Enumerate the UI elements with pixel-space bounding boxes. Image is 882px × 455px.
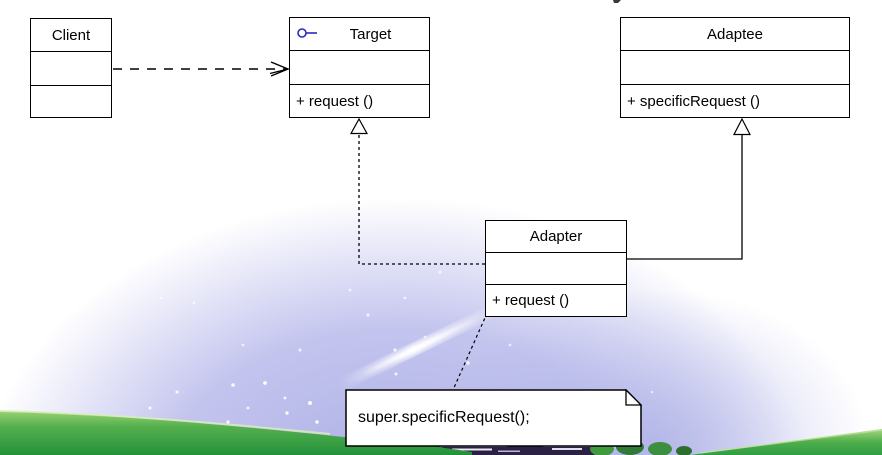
note-text: super.specificRequest(); — [358, 409, 530, 426]
methods-compartment — [31, 85, 111, 117]
method-label: + request () — [296, 92, 374, 110]
edge-artifact — [613, 0, 621, 3]
methods-compartment: + request () — [290, 84, 429, 117]
title-compartment: Adaptee — [621, 18, 849, 50]
attributes-compartment — [31, 51, 111, 85]
attributes-compartment — [486, 252, 626, 284]
class-box-target[interactable]: Target + request () — [289, 17, 430, 118]
title-compartment: Adapter — [486, 221, 626, 252]
class-name-label: Client — [51, 26, 91, 44]
methods-compartment: + request () — [486, 284, 626, 316]
class-name-label: Adapter — [529, 228, 583, 245]
attributes-compartment — [290, 50, 429, 84]
title-compartment: Target — [290, 18, 429, 50]
generalization-connector-adapter-adaptee[interactable] — [627, 117, 751, 260]
title-compartment: Client — [31, 19, 111, 51]
grass-hill-left-highlight — [0, 410, 331, 435]
class-name-label: Adaptee — [707, 25, 763, 43]
class-box-adapter[interactable]: Adapter + request () — [485, 220, 627, 317]
attributes-compartment — [621, 50, 849, 84]
class-name-label: Target — [349, 25, 392, 43]
comet-streak-icon — [338, 301, 506, 389]
hollow-triangle-icon — [733, 117, 751, 136]
note-fold-icon — [625, 388, 643, 406]
method-label: + request () — [492, 292, 570, 309]
hollow-triangle-icon — [349, 117, 369, 135]
sparkle-stars — [148, 270, 654, 424]
note-shape — [345, 388, 643, 447]
realization-connector-adapter-target[interactable] — [349, 117, 485, 265]
methods-compartment: + specificRequest () — [621, 84, 849, 117]
dependency-arrow-client-target[interactable] — [113, 61, 290, 77]
class-box-adaptee[interactable]: Adaptee + specificRequest () — [620, 17, 850, 118]
class-box-client[interactable]: Client — [30, 18, 112, 118]
note-anchor-line[interactable] — [452, 301, 493, 391]
note-box[interactable]: super.specificRequest(); — [345, 388, 643, 447]
interface-lollipop-icon — [297, 28, 317, 38]
method-label: + specificRequest () — [627, 92, 760, 110]
grass-hill-right-highlight — [699, 429, 882, 454]
